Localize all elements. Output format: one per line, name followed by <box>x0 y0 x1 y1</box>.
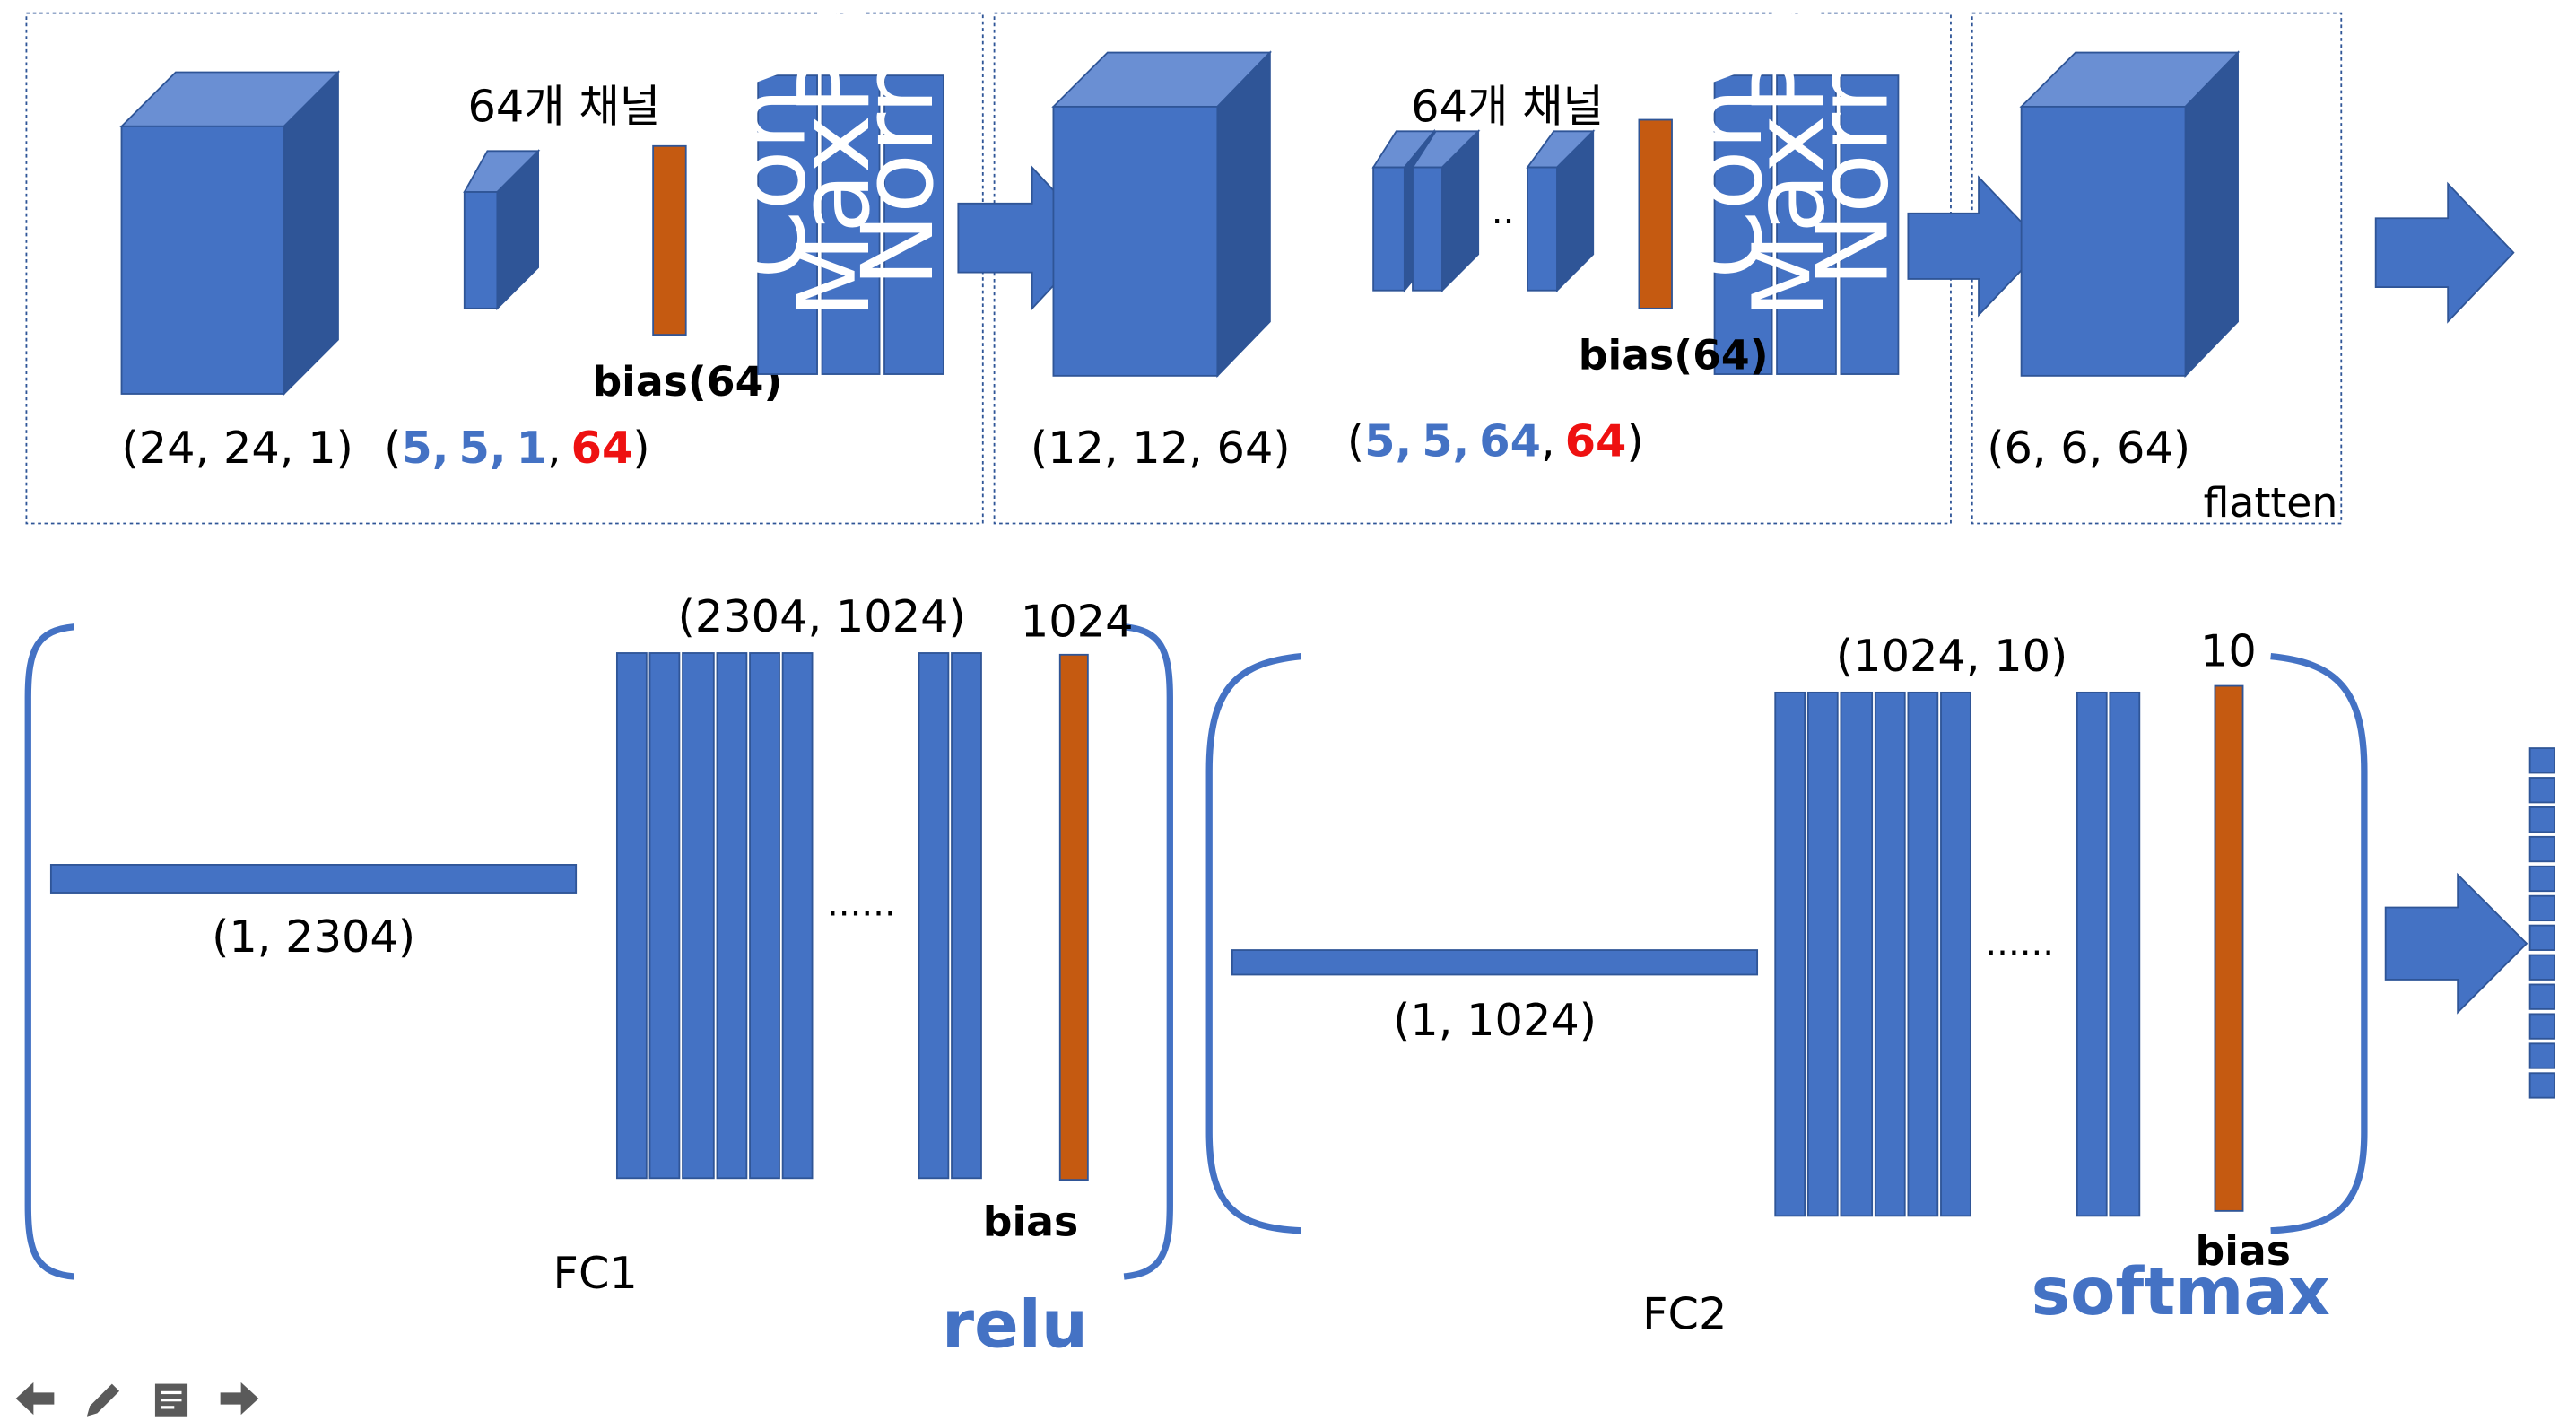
conv2-filter-dots: .. <box>1492 191 1515 232</box>
fc2-bias-bar <box>2214 684 2244 1212</box>
conv1-norm-layer <box>883 74 944 375</box>
fc1-weight-column <box>918 652 950 1180</box>
conv1-norm-label: Norm <box>840 19 955 287</box>
conv1-filter-cube <box>463 149 541 311</box>
output-cell <box>2528 983 2555 1010</box>
fc1-activation: relu <box>942 1287 1088 1364</box>
fc1-weight-column <box>615 652 648 1180</box>
conv1-bias-label: bias(64) <box>592 358 782 405</box>
output-cell <box>2528 777 2555 804</box>
output-cell <box>2528 835 2555 863</box>
fc2-right-bracket <box>2270 652 2368 1234</box>
conv2-norm-label: Norm <box>1796 19 1910 287</box>
fc2-activation: softmax <box>2032 1254 2330 1330</box>
flow-arrow-3 <box>2374 181 2515 324</box>
fc2-weight-matrix <box>1774 691 2141 1217</box>
fc2-input-shape: (1, 1024) <box>1393 994 1597 1046</box>
output-vector <box>2528 747 2555 1099</box>
pen-icon[interactable] <box>81 1378 126 1419</box>
conv2-filter-shape: (5,5,64,64) <box>1347 414 1644 466</box>
conv2-conv-label: Conv <box>1669 30 1784 279</box>
output-cell <box>2528 1013 2555 1040</box>
arrow-right-icon[interactable] <box>217 1378 262 1419</box>
conv3-shape: (6, 6, 64) <box>1987 422 2190 474</box>
conv1-maxpool-layer <box>821 74 881 375</box>
conv2-layer-stack: Conv MaxPool Norm <box>1669 0 1910 375</box>
conv1-input-shape: (24, 24, 1) <box>122 422 353 474</box>
fc1-dots: ...... <box>827 884 896 925</box>
fc1-weight-column <box>648 652 681 1180</box>
output-cell <box>2528 1042 2555 1069</box>
fc2-bias-size: 10 <box>2200 625 2257 677</box>
conv2-bias-label: bias(64) <box>1579 332 1769 379</box>
conv1-layer-stack: Conv MaxPool Norm <box>712 0 955 375</box>
fc1-weight-shape: (2304, 1024) <box>678 590 966 642</box>
fc2-weight-column <box>1874 691 1906 1217</box>
fc1-bias-label: bias <box>983 1198 1078 1245</box>
fc2-weight-column <box>1907 691 1939 1217</box>
fc2-bias-label: bias <box>2195 1227 2290 1275</box>
output-cell <box>2528 954 2555 981</box>
input-volume-cube <box>119 70 341 397</box>
fc2-name: FC2 <box>1642 1288 1727 1340</box>
conv1-bias-bar <box>652 144 687 336</box>
conv3-output-volume-cube <box>2019 50 2241 379</box>
slideshow-nav-bar <box>13 1378 262 1419</box>
fc2-dots: ...... <box>1985 923 2054 964</box>
flatten-label: flatten <box>2204 479 2338 527</box>
fc2-weight-column <box>2109 691 2141 1217</box>
conv2-input-volume-cube <box>1051 50 1273 379</box>
conv1-conv-layer <box>757 74 818 375</box>
fc1-weight-column <box>716 652 748 1180</box>
fc2-weight-column <box>1940 691 1971 1217</box>
fc2-weight-column <box>1774 691 1806 1217</box>
output-cell <box>2528 894 2555 922</box>
conv2-channels-label: 64개 채널 <box>1411 80 1604 132</box>
fc1-name: FC1 <box>553 1247 638 1299</box>
conv1-filter-shape: (5,5,1,64) <box>384 422 649 474</box>
fc2-weight-column <box>1840 691 1874 1217</box>
output-cell <box>2528 1072 2555 1099</box>
fc1-bias-bar <box>1058 653 1089 1181</box>
output-cell <box>2528 924 2555 951</box>
conv2-maxpool-layer <box>1776 74 1837 375</box>
conv2-filter-cube-2 <box>1411 129 1481 292</box>
conv2-filter-cube-last <box>1526 129 1596 292</box>
conv2-input-shape: (12, 12, 64) <box>1031 422 1291 474</box>
conv2-maxpool-label: MaxPool <box>1731 0 1846 318</box>
fc1-input-vector <box>49 864 578 894</box>
fc1-bias-size: 1024 <box>1021 596 1134 648</box>
fc1-weight-column <box>951 652 982 1180</box>
conv1-conv-label: Conv <box>712 30 827 279</box>
conv2-bias-bar <box>1638 118 1673 309</box>
conv2-norm-layer <box>1840 74 1900 375</box>
arrow-left-icon[interactable] <box>13 1378 57 1419</box>
conv2-conv-layer <box>1713 74 1773 375</box>
output-arrow <box>2384 872 2528 1015</box>
fc1-weight-column <box>749 652 780 1180</box>
fc2-weight-column <box>2076 691 2108 1217</box>
fc1-left-bracket <box>24 623 74 1280</box>
fc2-left-bracket <box>1205 652 1301 1234</box>
conv1-maxpool-label: MaxPool <box>777 0 892 318</box>
note-icon[interactable] <box>149 1378 194 1419</box>
fc1-weight-column <box>781 652 814 1180</box>
conv1-channels-label: 64개 채널 <box>467 80 660 132</box>
flow-arrow-2 <box>1907 175 2046 318</box>
fc2-weight-shape: (1024, 10) <box>1836 630 2067 682</box>
output-cell <box>2528 865 2555 893</box>
fc1-weight-matrix <box>615 652 982 1180</box>
fc1-weight-column <box>682 652 715 1180</box>
fc1-right-bracket <box>1123 623 1173 1280</box>
conv1-block-frame <box>25 12 984 525</box>
fc1-input-shape: (1, 2304) <box>212 911 415 963</box>
output-cell <box>2528 806 2555 833</box>
output-cell <box>2528 747 2555 774</box>
fc2-input-vector <box>1231 949 1759 976</box>
fc2-weight-column <box>1806 691 1839 1217</box>
